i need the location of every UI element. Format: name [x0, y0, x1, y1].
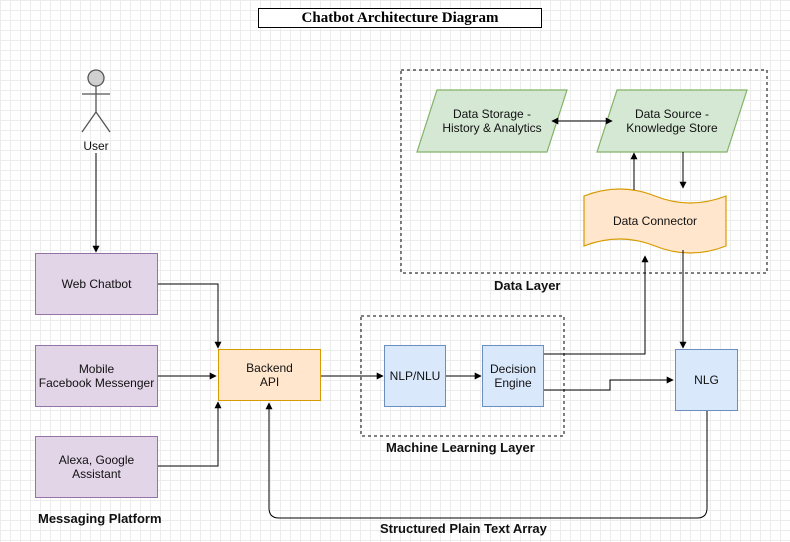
web-chatbot-node[interactable]: Web Chatbot: [35, 253, 158, 315]
nlp-nlu-node[interactable]: NLP/NLU: [384, 345, 446, 407]
edge-alexa-backend: [158, 401, 222, 467]
edge-nlg-backend: [265, 402, 708, 519]
data-source-shape[interactable]: [596, 89, 748, 153]
edge-web-backend: [158, 283, 222, 349]
data-connector-shape[interactable]: [583, 188, 727, 254]
edge-decision-connector: [544, 255, 649, 355]
backend-api-node[interactable]: Backend API: [218, 349, 321, 401]
data-source-label: Data Source - Knowledge Store: [626, 107, 718, 135]
user-icon: [81, 69, 111, 133]
messaging-platform-label: Messaging Platform: [38, 511, 162, 526]
structured-text-array-label: Structured Plain Text Array: [380, 521, 547, 536]
diagram-title: Chatbot Architecture Diagram: [258, 8, 542, 28]
data-storage-shape[interactable]: [416, 89, 568, 153]
user-label: User: [83, 139, 109, 153]
data-storage-label: Data Storage - History & Analytics: [442, 107, 542, 135]
alexa-assistant-node[interactable]: Alexa, Google Assistant: [35, 436, 158, 498]
ml-layer-label: Machine Learning Layer: [386, 440, 535, 455]
mobile-messenger-node[interactable]: Mobile Facebook Messenger: [35, 345, 158, 407]
decision-engine-node[interactable]: Decision Engine: [482, 345, 544, 407]
edge-decision-nlg: [544, 376, 674, 391]
data-layer-frame: [400, 69, 768, 274]
data-connector-label: Data Connector: [612, 214, 698, 228]
data-layer-label: Data Layer: [494, 278, 561, 293]
nlg-node[interactable]: NLG: [675, 349, 738, 411]
